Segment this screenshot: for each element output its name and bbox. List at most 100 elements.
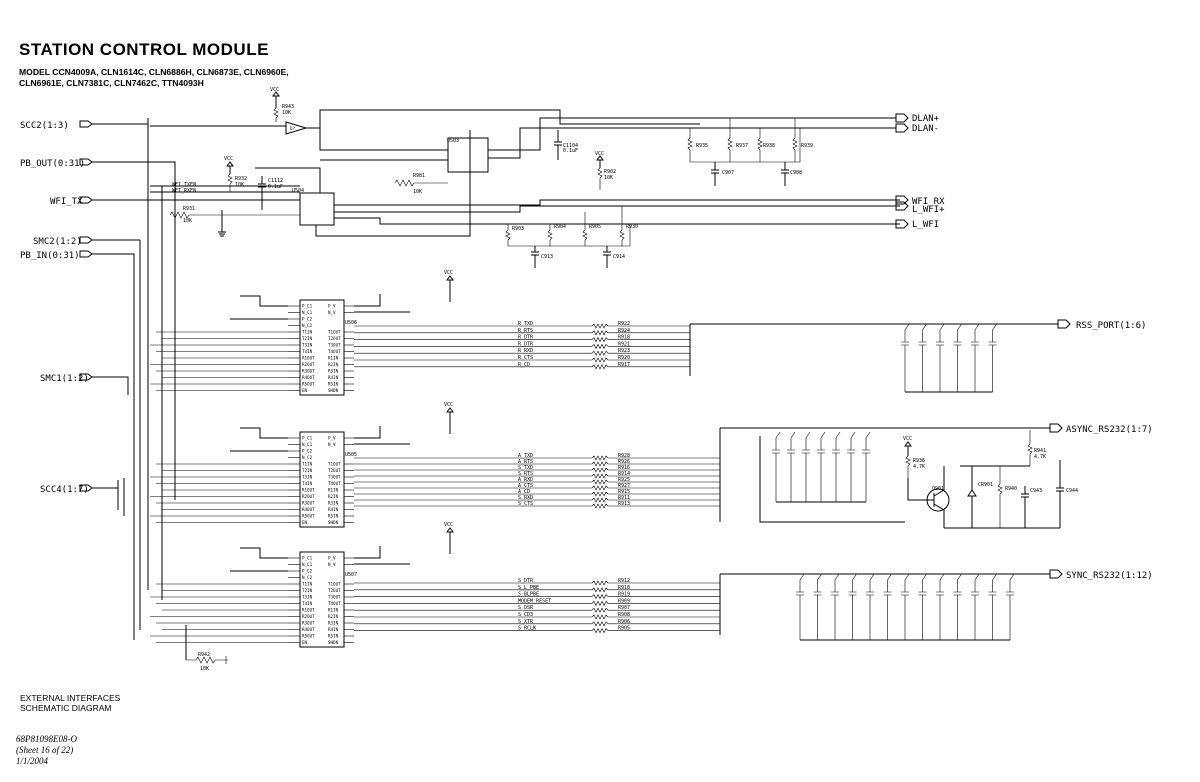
svg-text:WFI_TXEN: WFI_TXEN — [172, 182, 196, 188]
pin-label: T2OUT — [328, 468, 341, 473]
signal-name: S_RCLK — [518, 626, 536, 632]
model-line-1: MODEL CCN4009A, CLN1614C, CLN6886H, CLN6… — [19, 67, 289, 77]
resistor-ref: R911 — [618, 495, 630, 501]
pin-label: T3OUT — [328, 595, 341, 600]
pin-label: T4IN — [302, 601, 313, 606]
resistor-ref: R925 — [618, 477, 630, 483]
svg-text:4.7K: 4.7K — [913, 464, 925, 470]
left-buses — [117, 118, 176, 630]
svg-text:SCC4(1:7): SCC4(1:7) — [40, 485, 89, 495]
pin-label: R1IN — [328, 356, 339, 361]
pin-label: T1OUT — [328, 582, 341, 587]
resistor-ref: R920 — [618, 355, 630, 361]
signal-u505-7: S_RXD R911 — [354, 495, 720, 503]
svg-text:C943: C943 — [1030, 488, 1042, 494]
resistor-ref: R916 — [618, 465, 630, 471]
pin-label: R4OUT — [302, 507, 315, 512]
pin-label: N_V — [328, 310, 336, 315]
pin-label: T2OUT — [328, 588, 341, 593]
svg-text:R941: R941 — [1034, 448, 1046, 454]
pin-label: R2OUT — [302, 362, 315, 367]
svg-text:0.1uF: 0.1uF — [563, 148, 578, 154]
svg-text:R932: R932 — [235, 176, 247, 182]
signal-name: S_DSR — [518, 605, 534, 611]
signal-name: MODEM_RESET — [518, 598, 551, 604]
signal-name: A_RXD — [518, 477, 533, 483]
pin-label: R3OUT — [302, 369, 315, 374]
ic-label: U507 — [345, 572, 357, 578]
pin-label: R4OUT — [302, 375, 315, 380]
dlan-section: VCC R943 10K U? U503 C1104 0.1uF R981 10… — [150, 87, 900, 237]
rss-filter-caps — [901, 323, 997, 393]
port-pb-in: PB_IN(0:31) — [20, 250, 135, 640]
svg-text:SMC1(1:2): SMC1(1:2) — [40, 374, 89, 384]
svg-text:L_WFI+: L_WFI+ — [912, 205, 945, 215]
footer-line-2: SCHEMATIC DIAGRAM — [20, 703, 112, 713]
right-bus-ports: RSS_PORT(1:6) ASYNC_RS232(1:7) SYNC_RS23… — [689, 319, 1153, 635]
pin-label: T1IN — [302, 462, 313, 467]
async-filter-caps — [772, 431, 871, 503]
signal-name: S_RXD — [518, 495, 533, 501]
svg-text:R939: R939 — [801, 143, 813, 149]
pin-label: T3IN — [302, 595, 313, 600]
svg-text:C944: C944 — [1066, 488, 1078, 494]
resistor-ref: R924 — [618, 328, 630, 334]
resistor-ref: R918 — [618, 335, 630, 341]
pin-label: T4IN — [302, 349, 313, 354]
pin-label: P_C2 — [302, 317, 313, 322]
signal-name: S_CTS — [518, 501, 533, 507]
svg-text:R942: R942 — [198, 652, 210, 658]
svg-text:RSS_PORT(1:6): RSS_PORT(1:6) — [1076, 321, 1146, 331]
pin-label: T4IN — [302, 481, 313, 486]
signal-name: S_DTR — [518, 578, 534, 584]
pin-label: T3OUT — [328, 343, 341, 348]
svg-text:DLAN-: DLAN- — [912, 124, 939, 134]
ic-u504 — [299, 192, 335, 226]
pin-label: R4IN — [328, 627, 339, 632]
r942-pulldown: R942 10K — [185, 625, 228, 672]
svg-text:R905: R905 — [589, 224, 601, 230]
filter-capacitors — [772, 323, 1015, 641]
pin-label: R3OUT — [302, 501, 315, 506]
sync-filter-caps — [796, 573, 1015, 641]
pin-label: R5IN — [328, 382, 339, 387]
pin-label: N_C1 — [302, 562, 313, 567]
pin-label: T4OUT — [328, 601, 341, 606]
pin-label: R5OUT — [302, 382, 315, 387]
svg-text:R904: R904 — [554, 224, 566, 230]
svg-text:ASYNC_RS232(1:7): ASYNC_RS232(1:7) — [1066, 425, 1153, 435]
pin-label: SHDN — [328, 520, 339, 525]
svg-text:C913: C913 — [541, 254, 553, 260]
resistor-ref: R926 — [618, 459, 630, 465]
pin-label: P_V — [328, 304, 336, 309]
footer-caption: EXTERNAL INTERFACES SCHEMATIC DIAGRAM — [20, 693, 120, 713]
transceiver-ics: U506P_C1N_C1P_C2N_C2T1INT2INT3INT4INR1OU… — [150, 270, 454, 648]
signal-name: A_CTS — [518, 483, 533, 489]
signal-name: R_CD — [518, 362, 530, 368]
port-wfi-tx: WFI_TX — [50, 196, 300, 207]
svg-text:R931: R931 — [183, 206, 195, 212]
right-top-ports: DLAN+ DLAN- WFI_RX L_WFI+ L_WFI R935 R93… — [505, 113, 945, 268]
doc-number: 68P81098E08-O — [16, 734, 77, 744]
port-pb-out: PB_OUT(0:31) — [20, 158, 148, 169]
pin-label: R4IN — [328, 507, 339, 512]
pin-label: T1OUT — [328, 330, 341, 335]
pin-label: T4OUT — [328, 481, 341, 486]
svg-text:R937: R937 — [736, 143, 748, 149]
page-title: STATION CONTROL MODULE — [19, 40, 269, 59]
pin-label: R3IN — [328, 501, 339, 506]
svg-text:L_WFI: L_WFI — [912, 220, 939, 230]
pin-label: P_C1 — [302, 304, 313, 309]
document-info: 68P81098E08-O (Sheet 16 of 22) 1/1/2004 — [16, 734, 77, 767]
